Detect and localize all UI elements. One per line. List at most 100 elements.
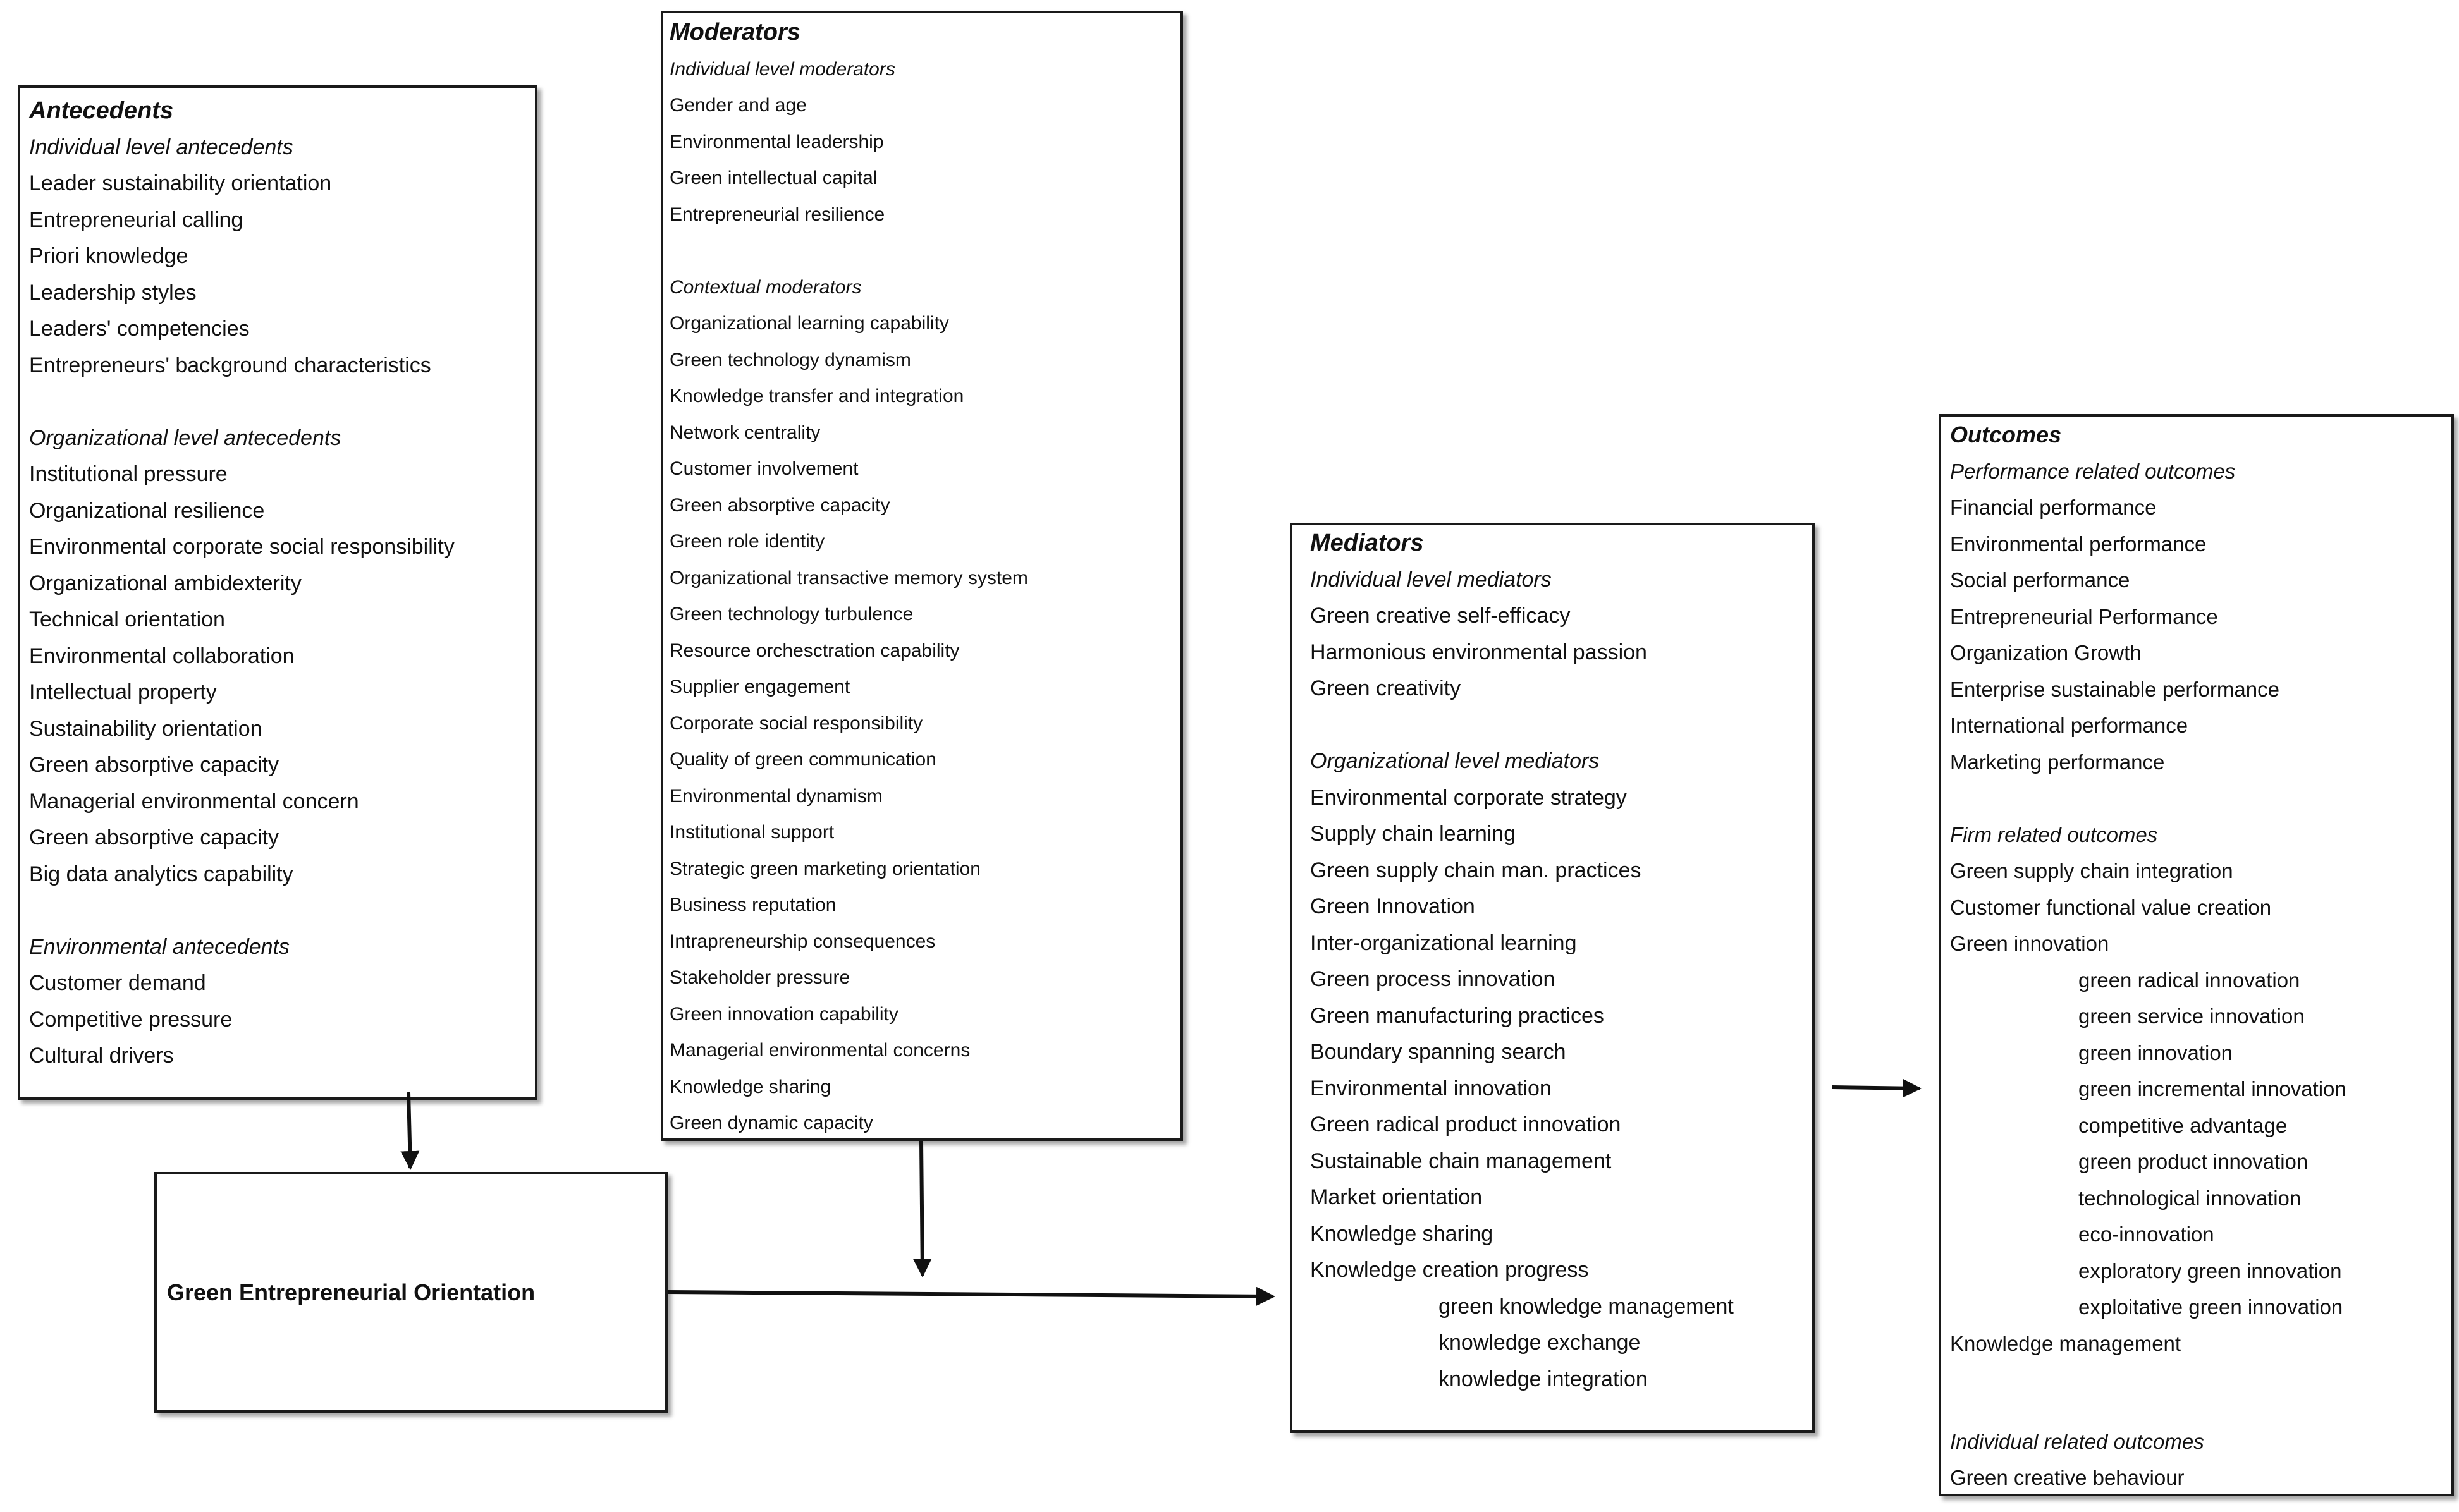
outcome-sub-item: technological innovation	[2078, 1186, 2302, 1210]
moderator-item: Network centrality	[670, 422, 821, 443]
antecedent-item: Managerial environmental concern	[29, 789, 359, 814]
moderator-item: Supplier engagement	[670, 676, 850, 697]
mediators-title: Mediators	[1310, 530, 1424, 556]
mediator-item: Inter-organizational learning	[1310, 930, 1577, 955]
antecedent-item: Customer demand	[29, 971, 206, 995]
mediator-item: Green creativity	[1310, 676, 1461, 700]
antecedent-item: Institutional pressure	[29, 462, 228, 486]
moderator-item: Business reputation	[670, 894, 837, 915]
outcome-item: International performance	[1950, 714, 2188, 737]
antecedents-group-label: Individual level antecedents	[29, 135, 293, 159]
moderator-item: Knowledge transfer and integration	[670, 386, 964, 406]
moderator-item: Green dynamic capacity	[670, 1113, 873, 1133]
moderator-item: Green role identity	[670, 531, 825, 552]
antecedent-item: Leadership styles	[29, 280, 197, 305]
antecedent-item: Intellectual property	[29, 680, 217, 704]
antecedent-item: Green absorptive capacity	[29, 826, 279, 850]
mediator-item: Boundary spanning search	[1310, 1040, 1566, 1064]
antecedent-item: Environmental collaboration	[29, 643, 295, 668]
mediators-group-label: Individual level mediators	[1310, 567, 1552, 592]
moderator-item: Strategic green marketing orientation	[670, 858, 981, 879]
outcome-item: Environmental performance	[1950, 532, 2207, 556]
arrow-moderators-down	[912, 1140, 932, 1277]
antecedent-item: Cultural drivers	[29, 1044, 174, 1068]
antecedents-box: Antecedents Individual level antecedents…	[18, 85, 537, 1100]
mediator-item: Supply chain learning	[1310, 822, 1516, 846]
moderator-item: Customer involvement	[670, 458, 859, 479]
mediator-item: Green supply chain man. practices	[1310, 858, 1641, 882]
mediator-sub-item: knowledge integration	[1438, 1367, 1648, 1391]
moderators-group-label: Contextual moderators	[670, 276, 862, 298]
moderators-title: Moderators	[670, 19, 800, 46]
outcome-sub-item: green incremental innovation	[2078, 1077, 2346, 1100]
outcome-sub-item: eco-innovation	[2078, 1222, 2214, 1246]
antecedent-item: Leaders' competencies	[29, 317, 250, 341]
outcome-sub-item: green innovation	[2078, 1040, 2233, 1064]
mediator-item: Green creative self-efficacy	[1310, 604, 1571, 628]
mediator-item: Sustainable chain management	[1310, 1149, 1612, 1173]
outcome-item: Knowledge management	[1950, 1331, 2181, 1355]
mediator-item: Harmonious environmental passion	[1310, 640, 1647, 664]
outcome-item: Green innovation	[1950, 932, 2109, 955]
moderator-item: Green innovation capability	[670, 1003, 898, 1025]
antecedents-group-label: Organizational level antecedents	[29, 425, 341, 450]
mediator-item: Green manufacturing practices	[1310, 1003, 1604, 1028]
moderator-item: Gender and age	[670, 95, 807, 116]
outcomes-box: Outcomes Performance related outcomes Fi…	[1939, 414, 2454, 1496]
antecedent-item: Environmental corporate social responsib…	[29, 535, 455, 559]
antecedent-item: Green absorptive capacity	[29, 753, 279, 777]
antecedent-item: Big data analytics capability	[29, 862, 293, 886]
arrow-geo-to-mediators	[667, 1286, 1275, 1306]
moderator-item: Corporate social responsibility	[670, 712, 923, 734]
antecedent-item: Technical orientation	[29, 607, 225, 631]
mediator-item: Environmental corporate strategy	[1310, 785, 1627, 810]
mediators-group-label: Organizational level mediators	[1310, 749, 1600, 773]
mediator-sub-item: knowledge exchange	[1438, 1331, 1641, 1355]
antecedent-item: Leader sustainability orientation	[29, 171, 332, 195]
outcome-sub-item: competitive advantage	[2078, 1113, 2288, 1137]
moderator-item: Organizational transactive memory system	[670, 567, 1028, 588]
outcome-sub-item: exploitative green innovation	[2078, 1295, 2343, 1319]
moderator-item: Institutional support	[670, 822, 835, 843]
outcome-item: Green creative behaviour	[1950, 1466, 2185, 1489]
arrow-mediators-to-outcomes	[1832, 1078, 1922, 1098]
moderator-item: Green technology turbulence	[670, 604, 914, 625]
antecedent-item: Sustainability orientation	[29, 716, 262, 741]
antecedent-item: Competitive pressure	[29, 1007, 233, 1032]
outcome-item: Entrepreneurial Performance	[1950, 604, 2218, 628]
outcome-sub-item: green product innovation	[2078, 1150, 2309, 1173]
mediator-item: Environmental innovation	[1310, 1076, 1552, 1100]
green-entrepreneurial-orientation-box: Green Entrepreneurial Orientation	[154, 1172, 668, 1413]
moderator-item: Quality of green communication	[670, 749, 936, 770]
moderator-item: Intrapreneurship consequences	[670, 930, 936, 952]
antecedent-item: Entrepreneurial calling	[29, 207, 243, 232]
outcome-item: Marketing performance	[1950, 750, 2165, 774]
antecedent-item: Organizational resilience	[29, 498, 265, 523]
antecedents-title: Antecedents	[29, 97, 174, 124]
mediator-item: Knowledge creation progress	[1310, 1258, 1589, 1282]
moderator-item: Resource orchesctration capability	[670, 640, 960, 661]
outcome-item: Customer functional value creation	[1950, 895, 2272, 919]
geo-label: Green Entrepreneurial Orientation	[167, 1279, 536, 1305]
moderator-item: Environmental leadership	[670, 131, 884, 152]
moderator-item: Stakeholder pressure	[670, 967, 850, 988]
outcome-item: Financial performance	[1950, 496, 2157, 519]
outcome-item: Organization Growth	[1950, 641, 2142, 664]
arrow-antecedents-to-geo	[400, 1092, 420, 1170]
mediator-item: Knowledge sharing	[1310, 1221, 1493, 1246]
mediator-item: Green Innovation	[1310, 894, 1475, 918]
outcomes-group-label: Firm related outcomes	[1950, 822, 2158, 846]
moderator-item: Environmental dynamism	[670, 785, 883, 807]
outcomes-title: Outcomes	[1950, 422, 2062, 448]
outcome-item: Green supply chain integration	[1950, 859, 2233, 882]
outcome-sub-item: green service innovation	[2078, 1004, 2305, 1028]
outcome-item: Social performance	[1950, 568, 2130, 592]
moderator-item: Green intellectual capital	[670, 168, 878, 188]
moderator-item: Green absorptive capacity	[670, 494, 890, 516]
moderators-group-label: Individual level moderators	[670, 58, 895, 80]
outcomes-group-label: Individual related outcomes	[1950, 1429, 2204, 1453]
outcome-item: Enterprise sustainable performance	[1950, 677, 2279, 701]
mediator-item: Market orientation	[1310, 1185, 1483, 1209]
mediator-sub-item: green knowledge management	[1438, 1294, 1734, 1319]
antecedents-group-label: Environmental antecedents	[29, 934, 290, 959]
